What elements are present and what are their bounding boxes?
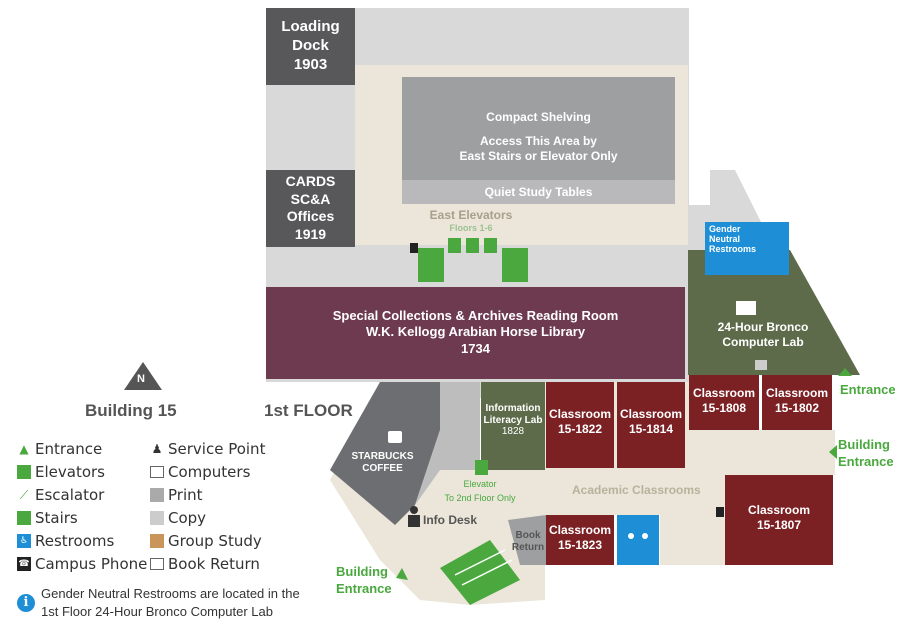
campus-phone-icon: ☎ — [17, 557, 31, 571]
quiet-study-area — [402, 180, 675, 204]
cards-offices — [266, 170, 355, 247]
restroom-block — [617, 515, 659, 565]
computers-icon — [150, 466, 164, 478]
computers-icon — [734, 299, 758, 317]
gender-neutral-note: Gender Neutral Restrooms are located in … — [41, 586, 300, 619]
reading-room — [266, 287, 685, 379]
corridor-mid — [355, 205, 688, 245]
floor-title: 1st FLOOR — [264, 401, 353, 420]
elevator-icon[interactable] — [484, 238, 497, 253]
elevator-icon — [17, 465, 31, 479]
entrance-icon: ▲ — [19, 442, 29, 456]
entrance-icon[interactable] — [396, 568, 408, 580]
info-literacy-lab — [481, 382, 545, 470]
legend-group-study: Group Study — [150, 532, 262, 550]
book-return-icon — [150, 558, 164, 570]
entrance-icon[interactable] — [829, 445, 837, 459]
escalator — [440, 540, 520, 605]
stairs-east[interactable] — [502, 248, 528, 282]
entrance-icon[interactable] — [838, 368, 852, 376]
service-point-icon: ♟ — [151, 442, 163, 456]
legend-elevators: Elevators — [17, 463, 105, 481]
legend-service-point: ♟Service Point — [151, 440, 266, 458]
escalator-step — [454, 549, 506, 576]
group-study-icon — [150, 534, 164, 548]
east-elevators-floors: Floors 1-6 — [449, 223, 493, 233]
starbucks-area — [330, 382, 440, 525]
stairs-west[interactable] — [418, 248, 444, 282]
restroom-icon — [628, 533, 634, 539]
legend-copy: Copy — [150, 509, 206, 527]
compact-shelving-title: Compact Shelving — [486, 110, 591, 124]
east-elevators-label: East Elevators — [429, 208, 513, 222]
elevator-icon[interactable] — [448, 238, 461, 253]
north-arrow-icon — [124, 362, 162, 390]
restroom-icon — [642, 533, 648, 539]
restroom-icon: ♿ — [17, 534, 31, 548]
campus-phone-icon[interactable] — [410, 243, 418, 253]
reading-room-label: Special Collections & Archives Reading R… — [332, 308, 619, 356]
copy-icon — [150, 511, 164, 525]
stairs-icon — [17, 511, 31, 525]
classroom-1808 — [689, 375, 759, 430]
north-arrow-label: N — [137, 373, 145, 385]
info-desk-label: Info Desk — [423, 513, 478, 527]
classroom-1807 — [725, 475, 833, 565]
legend-escalator: ⟋Escalator — [17, 486, 105, 504]
classroom-1814 — [617, 382, 685, 468]
entrance-east-label: Entrance — [840, 382, 896, 397]
legend-restrooms: ♿Restrooms — [17, 532, 114, 550]
classroom-1802 — [762, 375, 832, 430]
loading-dock — [266, 8, 355, 85]
gender-neutral-restrooms — [705, 222, 789, 275]
quiet-study-label: Quiet Study Tables — [484, 185, 593, 199]
legend-stairs: Stairs — [17, 509, 78, 527]
grey-wedge — [415, 382, 480, 505]
legend-book-return: Book Return — [150, 555, 260, 573]
escalator-step — [461, 559, 513, 586]
coffee-cup-icon — [388, 431, 402, 443]
escalator-icon: ⟋ — [19, 488, 29, 502]
book-return-area — [508, 515, 546, 565]
print-icon — [755, 360, 767, 370]
service-point-icon[interactable] — [408, 515, 420, 527]
legend-campus-phone: ☎Campus Phone — [17, 555, 148, 573]
legend-entrance: ▲Entrance — [17, 440, 102, 458]
service-point-icon[interactable] — [410, 506, 418, 514]
classroom-1822 — [546, 382, 614, 468]
print-icon — [150, 488, 164, 502]
elevator-icon[interactable] — [466, 238, 479, 253]
building-title: Building 15 — [85, 401, 177, 420]
campus-phone-icon[interactable] — [716, 507, 724, 517]
academic-classrooms-label: Academic Classrooms — [572, 483, 701, 497]
legend-computers: Computers — [150, 463, 250, 481]
compact-shelving — [402, 77, 675, 180]
legend-print: Print — [150, 486, 203, 504]
info-icon: i — [17, 594, 35, 612]
elevator-icon[interactable] — [475, 460, 488, 475]
computer-lab — [688, 250, 860, 375]
classroom-1823 — [546, 515, 614, 565]
